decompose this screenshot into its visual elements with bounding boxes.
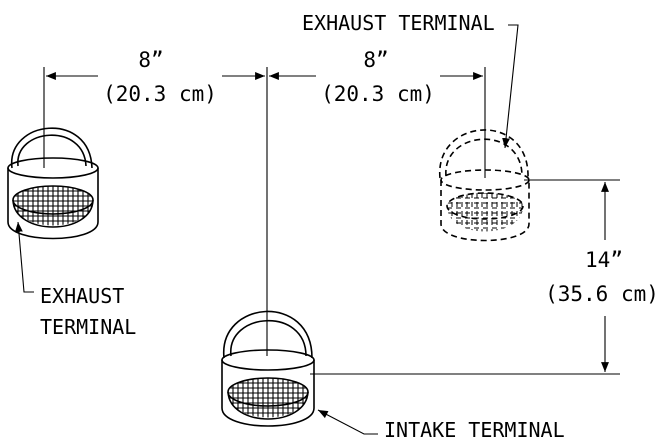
dim-right-cm: (20.3 cm) [321,82,435,106]
screen-grid-intake [228,378,308,418]
label-exhaust-left-line1: EXHAUST [40,284,124,308]
left-exhaust-terminal-icon [7,127,99,240]
label-intake-terminal: INTAKE TERMINAL [384,418,565,441]
leader-exhaust-left [14,221,34,293]
label-exhaust-terminal-top: EXHAUST TERMINAL [302,11,495,35]
screen-grid-left [13,186,93,226]
leader-intake [317,409,378,435]
right-exhaust-terminal-icon [439,129,530,242]
dim-vertical-inches: 14” [585,248,623,272]
dim-vertical-cm: (35.6 cm) [545,282,659,306]
dim-right-inches: 8” [363,48,388,72]
label-exhaust-left-line2: TERMINAL [40,315,136,339]
dim-left-cm: (20.3 cm) [103,82,217,106]
dim-left-inches: 8” [138,48,163,72]
intake-terminal-icon [221,310,315,427]
leader-exhaust-top [502,24,519,149]
